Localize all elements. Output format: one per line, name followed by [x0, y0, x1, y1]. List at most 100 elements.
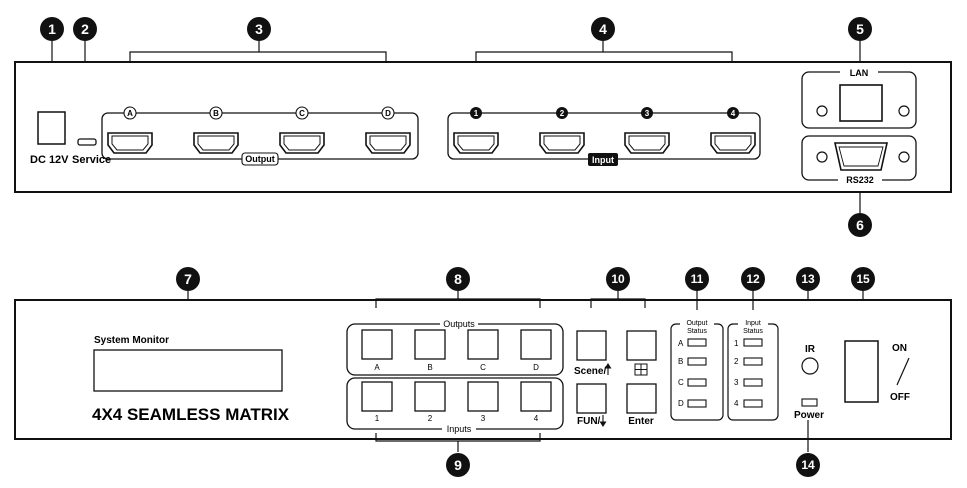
callout-2-text: 2 [81, 21, 89, 37]
scene-label: Scene/ [574, 366, 606, 377]
ir-sensor [801, 357, 819, 375]
front-panel [14, 299, 952, 440]
input-hdmi-2 [539, 132, 585, 154]
callout-4-text: 4 [599, 21, 607, 37]
callout-12 [741, 267, 765, 291]
callout-15-text: 15 [856, 272, 870, 286]
callout-11-text: 11 [691, 272, 704, 286]
output-button-a[interactable] [361, 329, 393, 360]
output-status-label-line1: Output [686, 320, 707, 327]
input-hdmi-1 [453, 132, 499, 154]
output-port-label-a: A [127, 109, 133, 118]
input-port-label-2: 2 [560, 109, 565, 118]
output-hdmi-c [279, 132, 325, 154]
output-button-c[interactable] [467, 329, 499, 360]
rs232-port [834, 142, 888, 171]
callout-14 [796, 453, 820, 477]
callout-2 [73, 17, 97, 41]
input-status-led-1 [743, 338, 763, 347]
outputs-label: Outputs [443, 319, 475, 329]
input-button-label-4: 4 [534, 414, 539, 423]
output-port-label-d: D [385, 109, 391, 118]
device-title: 4X4 SEAMLESS MATRIX [92, 405, 290, 424]
enter-label: Enter [628, 416, 654, 427]
input-button-4[interactable] [520, 381, 552, 412]
input-group-frame [447, 112, 761, 160]
callout-7-text: 7 [184, 271, 192, 287]
off-label: OFF [890, 392, 910, 403]
input-port-label-4: 4 [731, 109, 736, 118]
dc-label: DC 12V [30, 154, 69, 166]
callout-3 [247, 17, 271, 41]
callout-11 [685, 267, 709, 291]
output-button-label-d: D [533, 363, 539, 372]
layout-button[interactable] [626, 330, 657, 361]
input-status-row-1: 1 [734, 339, 739, 348]
input-status-row-3: 3 [734, 378, 739, 387]
callout-10 [606, 267, 630, 291]
callout-12-text: 12 [746, 272, 760, 286]
scene-button[interactable] [576, 330, 607, 361]
callout-1 [40, 17, 64, 41]
callout-9-text: 9 [454, 457, 462, 473]
callout-9 [446, 453, 470, 477]
output-status-row-a: A [678, 339, 684, 348]
input-status-row-4: 4 [734, 399, 739, 408]
input-button-3[interactable] [467, 381, 499, 412]
output-status-led-c [687, 378, 707, 387]
output-button-label-b: B [427, 363, 432, 372]
output-hdmi-d [365, 132, 411, 154]
output-button-label-a: A [374, 363, 380, 372]
callout-8-text: 8 [454, 271, 462, 287]
fun-button[interactable] [576, 383, 607, 414]
callout-15 [851, 267, 875, 291]
rs232-label: RS232 [846, 175, 874, 185]
input-status-led-4 [743, 399, 763, 408]
service-label: Service [72, 154, 111, 166]
input-group-label: Input [592, 155, 614, 165]
callout-4 [591, 17, 615, 41]
output-port-label-c: C [299, 109, 305, 118]
callout-10-text: 10 [611, 272, 625, 286]
input-hdmi-4 [710, 132, 756, 154]
dc-jack [37, 111, 66, 145]
callout-14-text: 14 [801, 458, 815, 472]
callout-3-text: 3 [255, 21, 263, 37]
output-button-label-c: C [480, 363, 486, 372]
inputs-label: Inputs [447, 424, 472, 434]
power-label: Power [794, 410, 824, 421]
callout-badges: 1 2 3 4 5 6 7 8 9 10 11 12 13 14 15 [40, 17, 875, 477]
output-hdmi-b [193, 132, 239, 154]
input-port-label-3: 3 [645, 109, 650, 118]
callout-13 [796, 267, 820, 291]
lan-frame [801, 71, 917, 129]
ir-label: IR [805, 344, 816, 355]
output-status-led-a [687, 338, 707, 347]
input-port-label-1: 1 [474, 109, 479, 118]
input-button-2[interactable] [414, 381, 446, 412]
on-label: ON [892, 343, 907, 354]
power-switch[interactable] [844, 340, 879, 403]
callout-6 [848, 213, 872, 237]
input-button-label-3: 3 [481, 414, 486, 423]
fun-label: FUN/ [577, 416, 601, 427]
enter-button[interactable] [626, 383, 657, 414]
arrow-down-icon [599, 415, 607, 428]
callout-5-text: 5 [856, 21, 864, 37]
power-led [801, 398, 818, 407]
arrow-up-icon [604, 362, 612, 375]
output-group-label: Output [245, 154, 275, 164]
callout-13-text: 13 [801, 272, 815, 286]
output-button-d[interactable] [520, 329, 552, 360]
system-monitor-display [93, 349, 283, 392]
input-status-led-2 [743, 357, 763, 366]
output-button-b[interactable] [414, 329, 446, 360]
grid-icon [634, 363, 648, 376]
rear-panel [14, 61, 952, 193]
input-status-label-line1: Input [745, 320, 761, 327]
lan-label: LAN [850, 68, 869, 78]
input-status-row-2: 2 [734, 357, 739, 366]
output-status-label-line2: Status [687, 328, 707, 335]
input-button-1[interactable] [361, 381, 393, 412]
